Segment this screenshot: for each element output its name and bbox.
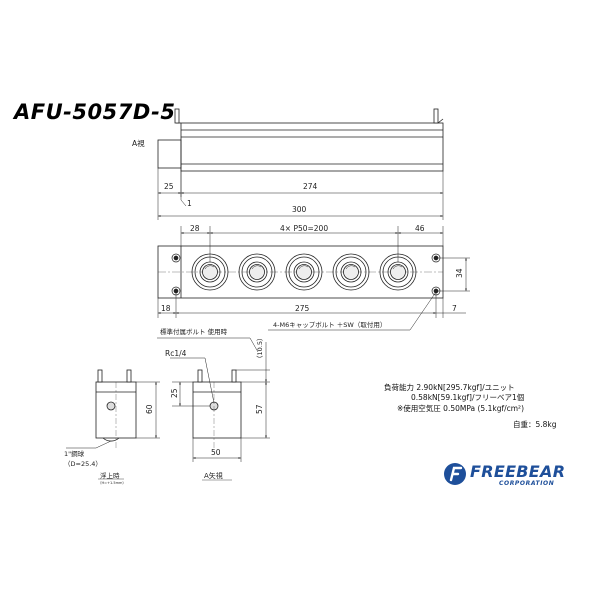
- spec-block: 負荷能力 2.90kN[295.7kgf]/ユニット 0.58kN[59.1kg…: [384, 383, 524, 414]
- dim-18: 18: [161, 304, 171, 313]
- spec-line-2: 0.58kN[59.1kgf]/フリーベア1個: [411, 393, 525, 403]
- logo-brand: FREEBEAR: [470, 462, 566, 481]
- drawing-title: AFU-5057D-5: [14, 100, 176, 124]
- dim-28: 28: [190, 224, 200, 233]
- dim-275: 275: [295, 304, 310, 313]
- top-view-mount-flange: [157, 139, 182, 169]
- top-view-stud-right: [433, 108, 439, 124]
- dim-46: 46: [415, 224, 425, 233]
- port-label: Rc1/4: [165, 349, 187, 358]
- side-view-a: [157, 337, 270, 462]
- freebear-logo: FREEBEAR CORPORATION: [443, 462, 573, 494]
- front-view: [157, 226, 470, 331]
- top-view-stud-left: [174, 108, 180, 124]
- freebear-logo-icon: [444, 463, 466, 485]
- dim-pitch: 4× P50=200: [280, 224, 328, 233]
- dim-60: 60: [145, 404, 154, 414]
- dim-25-top: 25: [164, 182, 174, 191]
- spec-line-3: ※使用空気圧 0.50MPa (5.1kgf/cm²): [397, 403, 524, 413]
- logo-sub: CORPORATION: [499, 480, 555, 487]
- weight-label: 自重：5.8kg: [513, 420, 557, 429]
- ball-dia: （D=25.4）: [64, 460, 102, 468]
- dim-34: 34: [455, 268, 464, 278]
- dim-300: 300: [292, 205, 307, 214]
- top-view: [157, 108, 444, 220]
- dim-274: 274: [303, 182, 318, 191]
- dim-1: 1: [187, 199, 192, 208]
- view-marker-a: A視: [132, 139, 145, 148]
- std-bolt-note: 標準付属ボルト 使用時: [160, 327, 228, 336]
- ball-unit-icon: [191, 253, 417, 291]
- dim-50: 50: [211, 448, 221, 457]
- spec-line-1: 負荷能力 2.90kN[295.7kgf]/ユニット: [384, 383, 515, 392]
- dim-25-side: 25: [170, 388, 179, 398]
- float-label: 浮上時: [100, 471, 120, 480]
- mount-bolt-icon: [171, 253, 441, 296]
- view-label-a: A矢視: [204, 471, 223, 480]
- dim-57: 57: [255, 404, 264, 414]
- side-view-float: [66, 369, 160, 450]
- ball-label: 1"鋼球: [64, 449, 85, 458]
- dim-7: 7: [452, 304, 457, 313]
- bolt-note: 4-M6キャップボルト ＋SW（取付用）: [273, 320, 386, 329]
- float-sub: （H=+1.5mm）: [98, 480, 126, 485]
- dim-10-5: （10.5）: [256, 335, 264, 362]
